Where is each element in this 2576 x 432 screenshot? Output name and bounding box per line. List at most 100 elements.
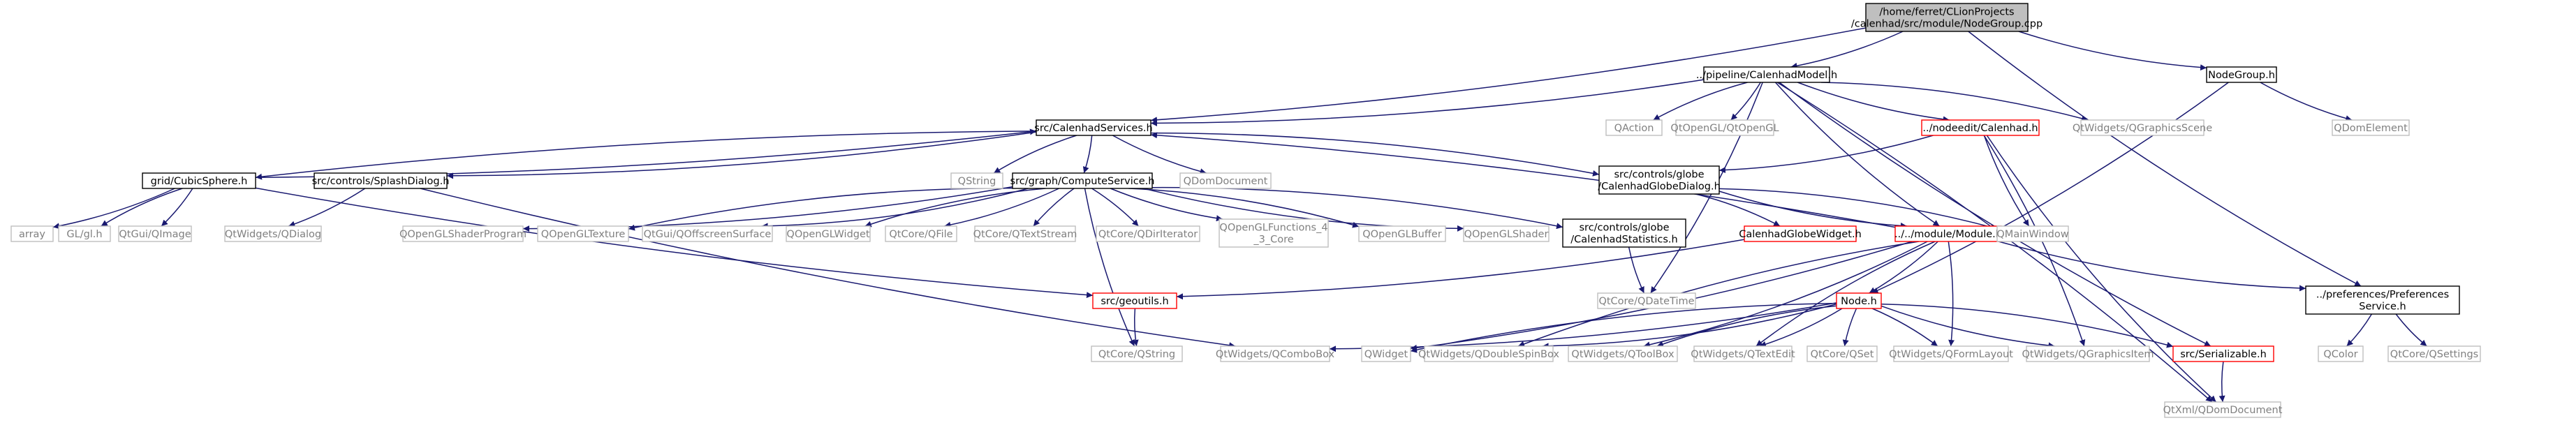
edge-module_h-to-calenhadservices bbox=[1150, 132, 1896, 228]
node-box-root bbox=[1865, 3, 2029, 32]
node-label-qglfunctions-0: QOpenGLFunctions_4 bbox=[1219, 223, 1327, 234]
node-nodegroup_h[interactable]: NodeGroup.h bbox=[2206, 66, 2277, 83]
edge-module_h-to-qtoolbox bbox=[1643, 241, 1928, 348]
edge-computeservice-to-qtcore_qstring bbox=[1084, 188, 1135, 347]
edge-computeservice-to-qglwidget bbox=[864, 188, 1046, 228]
node-qtexture: QOpenGLTexture bbox=[537, 225, 629, 242]
node-label-qaction-0: QAction bbox=[1614, 123, 1654, 134]
node-label-qcolor-0: QColor bbox=[2323, 349, 2357, 360]
node-box-node_h bbox=[1836, 292, 1882, 309]
edge-calenhadservices-to-qdomdocument bbox=[1112, 135, 1207, 175]
node-box-qcombobox bbox=[1220, 345, 1330, 362]
node-label-nodeedit_calenhad-0: ../nodeedit/Calenhad.h bbox=[1922, 123, 2038, 134]
node-box-cubicsphere bbox=[142, 172, 256, 189]
node-qimage: QtGui/QImage bbox=[118, 225, 192, 242]
node-qglshader: QOpenGLShader bbox=[1463, 225, 1550, 242]
edge-nodeedit_calenhad-to-globedialog bbox=[1718, 135, 1934, 174]
node-label-qdatetime-0: QtCore/QDateTime bbox=[1598, 296, 1694, 307]
node-qmainwindow: QMainWindow bbox=[1996, 225, 2069, 242]
node-label-qglshader-0: QOpenGLShader bbox=[1464, 229, 1549, 240]
node-label-globestats-0: src/controls/globe bbox=[1580, 223, 1670, 234]
node-box-qdomdocument_xml bbox=[2164, 401, 2281, 418]
node-qdomelement: QDomElement bbox=[2332, 119, 2410, 136]
node-label-qtextstream-0: QtCore/QTextStream bbox=[973, 229, 1077, 240]
edge-module_h-to-prefservice bbox=[1998, 241, 2306, 292]
node-box-computeservice bbox=[1012, 172, 1153, 189]
node-serializable[interactable]: src/Serializable.h bbox=[2172, 345, 2274, 362]
node-globewidget[interactable]: CalenhadGlobeWidget.h bbox=[1739, 225, 1862, 242]
node-qdialog: QtWidgets/QDialog bbox=[224, 225, 322, 242]
node-box-qgraphicsitem bbox=[2026, 345, 2150, 362]
node-label-gl_h-0: GL/gl.h bbox=[66, 229, 102, 240]
node-label-globedialog-0: src/controls/globe bbox=[1614, 170, 1705, 181]
node-box-qshaderprogram bbox=[402, 225, 524, 242]
node-label-qcombobox-0: QtWidgets/QComboBox bbox=[1216, 349, 1335, 360]
node-qtextstream: QtCore/QTextStream bbox=[973, 225, 1077, 242]
edge-cubicsphere-to-geoutils bbox=[255, 187, 1094, 299]
node-box-qglshader bbox=[1463, 225, 1550, 242]
node-qgraphicsitem: QtWidgets/QGraphicsItem bbox=[2022, 345, 2154, 362]
node-box-qtcore_qstring bbox=[1091, 345, 1183, 362]
edge-splashdialog-to-qdialog bbox=[288, 188, 366, 228]
node-box-qtextstream bbox=[974, 225, 1076, 242]
edge-root-to-nodegroup_h bbox=[2018, 31, 2207, 71]
edge-splashdialog-to-qcombobox bbox=[420, 188, 1236, 349]
edge-nodegroup_h-to-qdomelement bbox=[2260, 82, 2353, 121]
node-box-gl_h bbox=[58, 225, 111, 242]
node-label-qmainwindow-0: QMainWindow bbox=[1996, 229, 2068, 240]
edge-globedialog-to-module_h bbox=[1718, 191, 1907, 229]
node-label-qtexture-0: QOpenGLTexture bbox=[541, 229, 626, 240]
node-root[interactable]: /home/ferret/CLionProjects/calenhad/src/… bbox=[1851, 3, 2043, 32]
node-box-geoutils bbox=[1092, 292, 1177, 309]
node-label-qstring-0: QString bbox=[958, 176, 996, 187]
node-box-globewidget bbox=[1744, 225, 1857, 242]
node-label-qformlayout-0: QtWidgets/QFormLayout bbox=[1889, 349, 2013, 360]
node-calenhadmodel[interactable]: ../pipeline/CalenhadModel.h bbox=[1696, 66, 1837, 83]
node-label-qgraphicsitem-0: QtWidgets/QGraphicsItem bbox=[2022, 349, 2154, 360]
edge-calenhadservices-to-splashdialog bbox=[446, 131, 1037, 179]
node-box-qglfunctions bbox=[1219, 218, 1329, 248]
node-box-calenhadservices bbox=[1036, 119, 1151, 136]
node-nodeedit_calenhad[interactable]: ../nodeedit/Calenhad.h bbox=[1921, 119, 2040, 136]
edge-node_h-to-qgraphicsitem bbox=[1881, 305, 2055, 349]
node-label-splashdialog-0: src/controls/SplashDialog.h bbox=[312, 176, 450, 187]
node-globestats[interactable]: src/controls/globe/CalenhadStatistics.h bbox=[1562, 218, 1686, 248]
node-globedialog[interactable]: src/controls/globe/CalenhadGlobeDialog.h bbox=[1598, 165, 1721, 195]
node-node_h[interactable]: Node.h bbox=[1836, 292, 1882, 309]
edge-globewidget-to-geoutils bbox=[1176, 239, 1745, 300]
node-splashdialog[interactable]: src/controls/SplashDialog.h bbox=[312, 172, 450, 189]
node-geoutils[interactable]: src/geoutils.h bbox=[1092, 292, 1177, 309]
node-qcombobox: QtWidgets/QComboBox bbox=[1216, 345, 1335, 362]
edge-serializable-to-qdomdocument_xml bbox=[2218, 361, 2225, 403]
edge-computeservice-to-globestats bbox=[1151, 186, 1563, 230]
node-module_h[interactable]: ../../module/Module.h bbox=[1894, 225, 2002, 242]
edge-calenhadservices-to-globedialog bbox=[1150, 132, 1600, 177]
edge-calenhadmodel-to-qopengl_qopengl bbox=[1730, 82, 1761, 121]
edge-computeservice-to-qglbuffer bbox=[1128, 188, 1360, 228]
node-box-qdiriterator bbox=[1096, 225, 1200, 242]
node-label-calenhadmodel-0: ../pipeline/CalenhadModel.h bbox=[1696, 70, 1837, 81]
node-qgraphicsscene: QtWidgets/QGraphicsScene bbox=[2073, 119, 2212, 136]
node-label-globedialog-1: /CalenhadGlobeDialog.h bbox=[1598, 181, 1721, 193]
node-cubicsphere[interactable]: grid/CubicSphere.h bbox=[142, 172, 256, 189]
node-label-qshaderprogram-0: QOpenGLShaderProgram bbox=[399, 229, 527, 240]
node-label-prefservice-0: ../preferences/Preferences bbox=[2316, 290, 2449, 301]
node-box-qdomelement bbox=[2332, 119, 2410, 136]
node-qdoublespinbox: QtWidgets/QDoubleSpinBox bbox=[1418, 345, 1559, 362]
edge-node_h-to-qtoolbox bbox=[1656, 305, 1837, 348]
node-label-qdomelement-0: QDomElement bbox=[2334, 123, 2408, 134]
node-qfile: QtCore/QFile bbox=[885, 225, 957, 242]
node-box-qgraphicsscene bbox=[2080, 119, 2205, 136]
node-calenhadservices[interactable]: src/CalenhadServices.h bbox=[1034, 119, 1153, 136]
node-computeservice[interactable]: src/graph/ComputeService.h bbox=[1010, 172, 1155, 189]
edge-nodeedit_calenhad-to-qdomdocument_xml bbox=[1986, 135, 2217, 403]
node-label-node_h-0: Node.h bbox=[1841, 296, 1877, 307]
node-label-qgraphicsscene-0: QtWidgets/QGraphicsScene bbox=[2073, 123, 2212, 134]
node-box-array bbox=[10, 225, 54, 242]
node-label-qimage-0: QtGui/QImage bbox=[119, 229, 191, 240]
node-box-qwidget bbox=[1361, 345, 1411, 362]
node-qaction: QAction bbox=[1605, 119, 1663, 136]
node-box-splashdialog bbox=[314, 172, 448, 189]
edge-calenhadmodel-to-calenhadservices bbox=[1150, 79, 1705, 126]
